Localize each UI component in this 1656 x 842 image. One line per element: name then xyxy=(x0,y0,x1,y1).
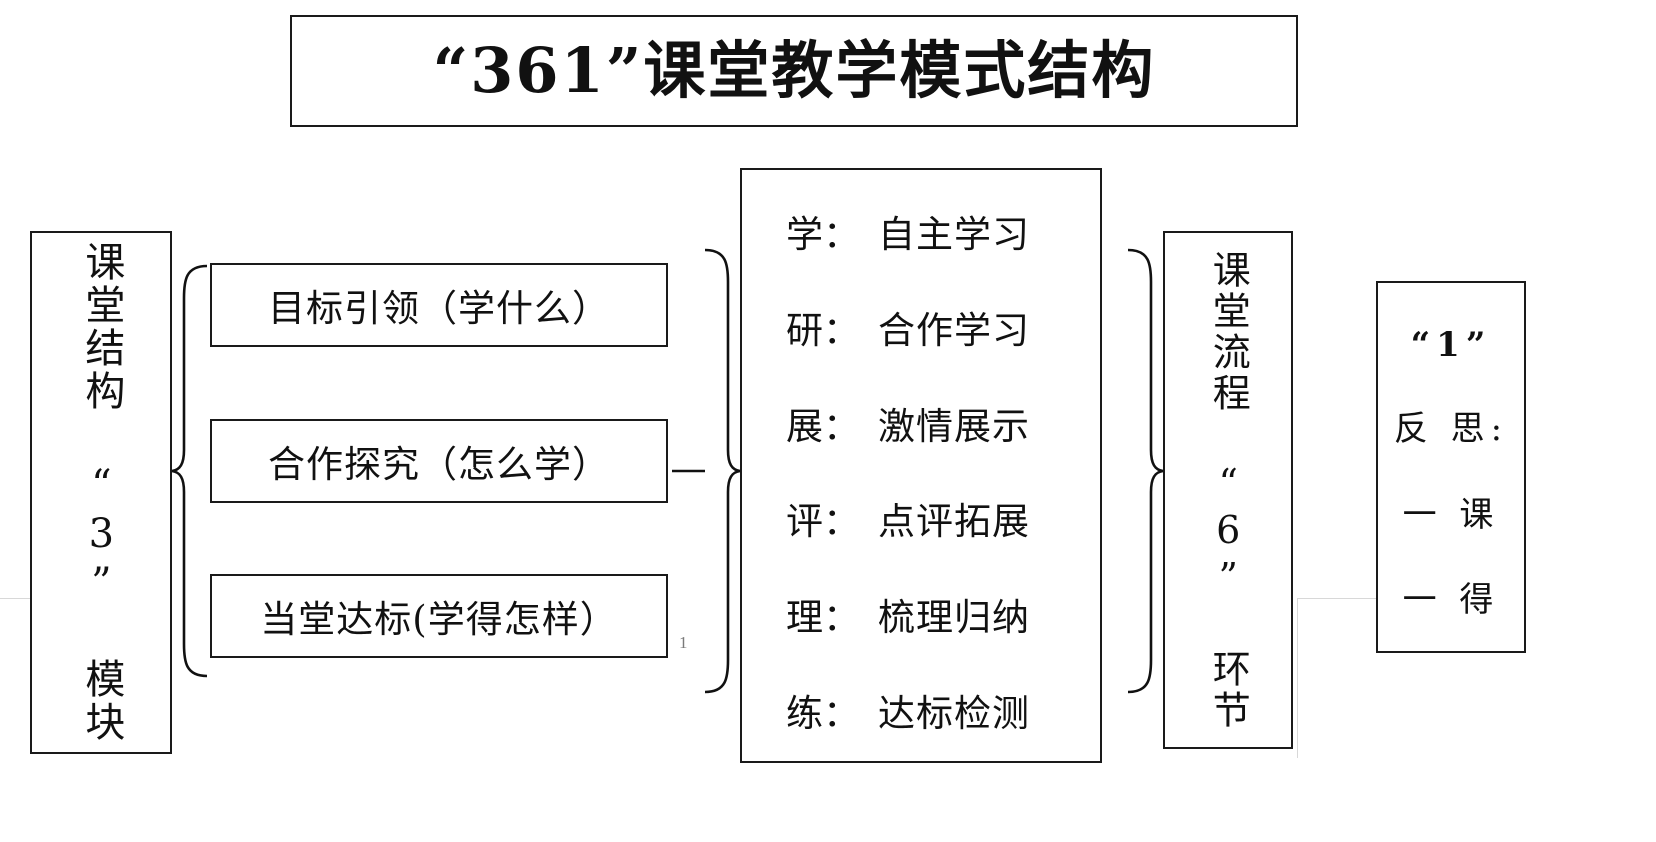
step-value-li: 梳理归纳 xyxy=(878,596,1030,640)
flow-process-box: 课堂流程 “6” 环节 xyxy=(1163,231,1293,749)
page-title: “361”课堂教学模式结构 xyxy=(432,34,1156,107)
center-steps-box: 学 ： 自主学习 研 ： 合作学习 展 ： 激情展示 评 ： 点评拓展 理 xyxy=(740,168,1102,763)
diagram-title-box: “361”课堂教学模式结构 xyxy=(290,15,1298,127)
step-row-zhan: 展 ： 激情展示 xyxy=(742,396,1100,450)
page-guide-right-vertical xyxy=(1297,598,1298,758)
step-key-ping: 评 xyxy=(786,500,823,544)
reflection-lines: “1” 反 思: 一 课 一 得 xyxy=(1378,283,1524,663)
step-key-li: 理 xyxy=(786,596,823,640)
step-sep-zhan: ： xyxy=(823,404,860,448)
step-sep-lian: ： xyxy=(823,691,860,735)
step-row-xue: 学 ： 自主学习 xyxy=(742,204,1100,258)
step-sep-yan: ： xyxy=(823,308,860,352)
reflection-line-gain: 一 得 xyxy=(1402,579,1500,620)
left-structure-label: 课堂结构 “3” 模块 xyxy=(78,241,125,744)
step-row-yan: 研 ： 合作学习 xyxy=(742,300,1100,354)
page-guide-right xyxy=(1297,598,1377,599)
step-key-lian: 练 xyxy=(786,691,823,735)
step-value-lian: 达标检测 xyxy=(878,691,1030,735)
flow-process-label: 课堂流程 “6” 环节 xyxy=(1206,249,1251,731)
center-steps-list: 学 ： 自主学习 研 ： 合作学习 展 ： 激情展示 评 ： 点评拓展 理 xyxy=(742,204,1100,737)
step-value-ping: 点评拓展 xyxy=(878,500,1030,544)
left-structure-box: 课堂结构 “3” 模块 xyxy=(30,231,172,754)
step-key-xue: 学 xyxy=(786,213,823,256)
footnote-marker: 1 xyxy=(679,633,688,652)
reflection-line-one: “1” xyxy=(1410,325,1492,366)
page-guide-left xyxy=(0,598,32,599)
step-sep-li: ： xyxy=(823,596,860,640)
reflection-line-think: 反 思: xyxy=(1393,409,1509,450)
step-value-xue: 自主学习 xyxy=(878,213,1030,256)
step-sep-ping: ： xyxy=(823,500,860,544)
brace-left-to-modules xyxy=(171,264,208,678)
brace-center-to-flow xyxy=(1127,248,1164,694)
step-row-ping: 评 ： 点评拓展 xyxy=(742,491,1100,545)
brace-modules-to-center xyxy=(704,248,741,694)
reflection-box: “1” 反 思: 一 课 一 得 xyxy=(1376,281,1526,653)
module-label-cooperate: 合作探究（怎么学） xyxy=(268,443,610,486)
step-key-zhan: 展 xyxy=(786,404,823,448)
step-sep-xue: ： xyxy=(823,213,860,256)
step-key-yan: 研 xyxy=(786,308,823,352)
step-value-yan: 合作学习 xyxy=(878,308,1030,352)
module-box-attain: 当堂达标(学得怎样） xyxy=(210,574,668,658)
reflection-line-lesson: 一 课 xyxy=(1402,494,1500,535)
module-box-goal: 目标引领（学什么） xyxy=(210,263,668,347)
step-row-li: 理 ： 梳理归纳 xyxy=(742,587,1100,641)
module-label-goal: 目标引领（学什么） xyxy=(268,287,610,330)
module-box-cooperate: 合作探究（怎么学） xyxy=(210,419,668,503)
module-label-attain: 当堂达标(学得怎样） xyxy=(260,598,618,641)
step-value-zhan: 激情展示 xyxy=(878,404,1030,448)
step-row-lian: 练 ： 达标检测 xyxy=(742,683,1100,737)
